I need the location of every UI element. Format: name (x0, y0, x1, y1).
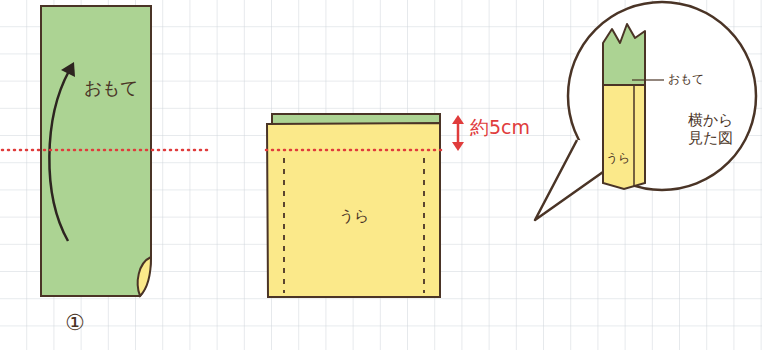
cloth-corner-curl (138, 257, 151, 296)
side-view-fold (633, 85, 635, 186)
dimension-arrowhead (452, 115, 464, 124)
speech-bubble: 横から 見た図うら (567, 1, 757, 191)
speech-bubble-shape (567, 1, 757, 191)
side-view-shape (600, 23, 648, 191)
dimension-arrowhead (452, 142, 464, 151)
fold-line (266, 149, 442, 152)
cloth-back-shape (266, 113, 442, 298)
speech-tail (535, 140, 603, 220)
node-text: 横から 見た図 (688, 111, 733, 147)
side-view: うら (600, 23, 648, 191)
node-text: おもて (84, 77, 138, 99)
leader-line (632, 79, 664, 80)
stitch-line (423, 158, 425, 293)
fold-line (2, 149, 210, 152)
cloth-back: うら (266, 113, 442, 298)
fold-arrowhead (61, 62, 75, 77)
node-text: うら (266, 207, 442, 225)
fold-arrow (49, 71, 69, 241)
part-label: おもて (668, 72, 704, 86)
dimension-label: 約5cm (470, 116, 530, 139)
step-number: ① (65, 310, 85, 336)
stitch-line (283, 158, 285, 293)
side-view-body (603, 83, 645, 189)
node-text: うら (606, 151, 630, 165)
side-view-top (603, 24, 645, 85)
dimension-line (457, 122, 460, 144)
